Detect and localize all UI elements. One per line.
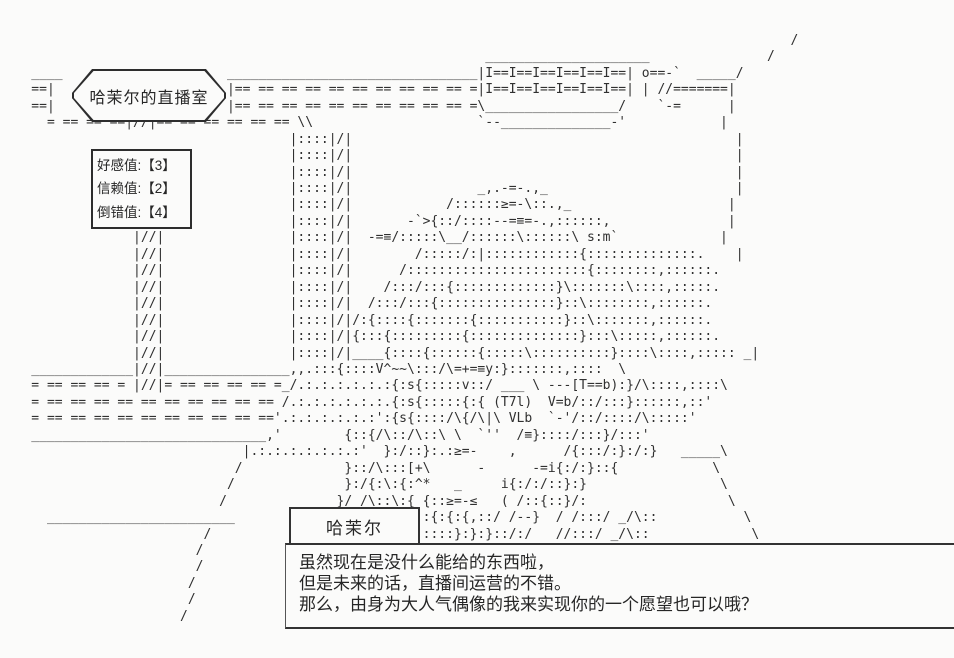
- stat-inversion: 倒错值:【4】: [97, 204, 176, 220]
- dialog-line-1: 虽然现在是没什么能给的东西啦，: [299, 553, 554, 572]
- dialog-name-box: 哈茉尔: [289, 507, 420, 545]
- stat-favor: 好感值:【3】: [97, 157, 176, 173]
- speaker-name: 哈茉尔: [326, 518, 383, 538]
- dialog-line-3: 那么，由身为大人气偶像的我来实现你的一个愿望也可以哦？: [299, 595, 758, 614]
- stat-trust: 信赖值:【2】: [97, 181, 176, 197]
- broadcast-room-sign: 哈茉尔的直播室: [72, 69, 226, 122]
- dialog-box[interactable]: 虽然现在是没什么能给的东西啦， 但是未来的话，直播间运营的不错。 那么，由身为大…: [285, 543, 954, 629]
- ascii-art-scene: / _____________________ / ____ _________…: [31, 32, 799, 624]
- dialog-line-2: 但是未来的话，直播间运营的不错。: [299, 574, 571, 593]
- stats-box: 好感值:【3】 信赖值:【2】 倒错值:【4】: [91, 149, 192, 229]
- broadcast-room-sign-label: 哈茉尔的直播室: [74, 71, 224, 120]
